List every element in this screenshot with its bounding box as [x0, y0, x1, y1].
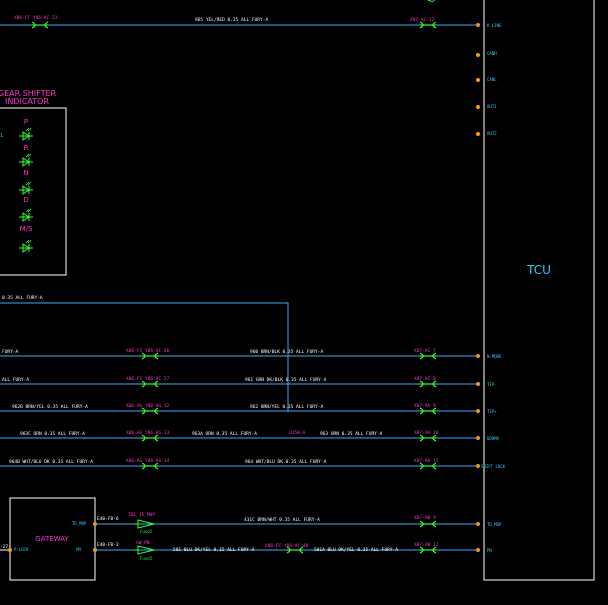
tcu-pin-out1: OUT1	[487, 104, 497, 109]
connector-label: X06-AG Y06-AG 14	[126, 458, 170, 464]
connector-label: X06-AG Y06-AG 12	[126, 403, 170, 409]
connector-label: X07-AB 9	[414, 515, 436, 521]
wire-label: 431C BRN/WHT 0.35 ALL FURY-A	[244, 517, 320, 523]
wire-tip-plus: 962B BRN/YEL 0.35 ALL FURY-A X06-AG Y06-…	[0, 403, 478, 415]
wire-n-mode: FURY-A X06-FC Y06-AC 26 960 BRN/BLK 0.35…	[0, 348, 478, 360]
tcu-pin-out2: OUT2	[487, 131, 497, 136]
tcu-pin-canh: CANH	[487, 51, 497, 56]
connector-label: X07-AA 10	[414, 430, 439, 436]
gear-n-indicator-icon	[18, 181, 34, 195]
connector-label: X07-AA 9	[414, 403, 436, 409]
gateway-pin-p-lock: P-LOCK	[14, 547, 29, 552]
fuse-label: Fuse5	[140, 529, 153, 534]
gear-r-label: R	[24, 144, 29, 152]
gateway-pin-td-mup: TD_MUP	[72, 521, 87, 526]
gateway-left-connector: -27	[0, 544, 8, 550]
gear-d-indicator-icon	[18, 208, 34, 222]
tcu-pin-nmode: N-MODE	[487, 354, 502, 359]
pin-dot	[8, 548, 12, 552]
connector-label: X07-AA 11	[414, 458, 439, 464]
wire-label: 501A BLU DK/YEL 0.35 ALL FURY-A	[314, 547, 398, 553]
tcu-block: TCU	[483, 0, 595, 581]
gear-indicator-border	[0, 107, 67, 276]
wire-label: 963A ORN 0.35 ALL FURY-A	[192, 431, 257, 437]
tcu-border	[483, 0, 595, 581]
wire-label: 964B WHT/BLU DK 0.35 ALL FURY-A	[9, 459, 93, 465]
wire-label: 0.35 ALL FURY-A	[2, 295, 43, 301]
connector-label: X06-FC Y06-AC 27	[126, 376, 170, 382]
connector-label: E40-FB-2	[97, 542, 119, 548]
tcu-pin-tip-plus: TIP+	[487, 409, 497, 414]
pin-dot	[476, 132, 480, 136]
wire-udrmv: 963C ORN 0.35 ALL FURY-A X06-AG Y06-AG 1…	[0, 430, 478, 442]
wire-pn: E40-FB-2 GW_PN Fuse5 501 BLU DK/YEL 0.35…	[95, 540, 478, 561]
wire-label: 962B BRN/YEL 0.35 ALL FURY-A	[12, 404, 88, 410]
gear-d-label: D	[23, 196, 28, 204]
wire-label: 964 WHT/BLU DK 0.35 ALL FURY-A	[245, 459, 327, 465]
wire-label: 963C ORN 0.35 ALL FURY-A	[20, 431, 85, 437]
tcu-pin-shift-lock: SHIFT LOCK	[481, 464, 506, 469]
connector-label: X06-AG Y06-AG 13	[126, 430, 170, 436]
connector-label: X07-AC 7	[414, 348, 436, 354]
gear-ms-indicator-icon	[18, 239, 34, 253]
gear-r-indicator-icon	[18, 153, 34, 167]
tcu-pin-canl: CANL	[487, 77, 497, 82]
gateway-label: GATEWAY	[35, 535, 69, 543]
gear-indicator-title-1: GEAR SHIFTER	[0, 89, 57, 98]
gear-indicator-pin: 1	[0, 133, 3, 139]
wire-label: 501 BLU DK/YEL 0.35 ALL FURY-A	[173, 547, 255, 553]
connector-label: E40-FB-6	[97, 516, 119, 522]
tcu-pin-pn: PN	[487, 548, 492, 553]
wire-td-mup: E40-FB-6 TD1_15_MUP Fuse5 431C BRN/WHT 0…	[95, 512, 478, 534]
connector-label: X07-AC 12	[410, 17, 435, 23]
fuse-label: Fuse5	[140, 556, 153, 561]
gear-p-indicator-icon	[18, 127, 34, 141]
gear-indicator-title-2: INDICATOR	[5, 97, 49, 106]
wire-label: 962 BRN/YEL 0.35 ALL FURY-A	[250, 404, 323, 410]
pin-dot	[476, 78, 480, 82]
tcu-pin-td-mup: TD_MUP	[487, 522, 502, 527]
wire-label: ALL FURY-A	[2, 377, 29, 383]
wire-label: 963 ORN 0.35 ALL FURY-A	[320, 431, 383, 437]
connector-label: X07-AB 12	[414, 542, 439, 548]
gear-shifter-indicator: GEAR SHIFTER INDICATOR 1 P R N D M/S	[0, 89, 67, 276]
gear-p-label: P	[24, 118, 28, 126]
tcu-pin-tip-minus: TIP-	[487, 382, 497, 387]
wire-label: 965 YEL/RED 0.35 ALL FURY-A	[195, 17, 268, 23]
tcu-pin-kline: K-LINE	[487, 23, 502, 28]
wire-link: 0.35 ALL FURY-A	[0, 295, 289, 412]
wire-label: 961 GRN DK/BLK 0.35 ALL FURY-A	[245, 377, 327, 383]
gateway-block: GATEWAY TD_MUP P-LOCK PN -27	[0, 497, 97, 581]
connector-label: X06-FC Y06-AC 40	[265, 543, 309, 549]
wire-top: X06-FC Y06-AC 23 965 YEL/RED 0.35 ALL FU…	[0, 0, 478, 29]
gateway-pin-pn: PN	[76, 547, 81, 552]
pin-dot	[476, 53, 480, 57]
wire-tip-minus: ALL FURY-A X06-FC Y06-AC 27 961 GRN DK/B…	[0, 376, 478, 388]
connector-symbol	[31, 21, 49, 29]
wire-label: 960 BRN/BLK 0.35 ALL FURY-A	[250, 349, 323, 355]
tcu-pins: K-LINE CANH CANL OUT1 OUT2 N-MODE TIP- T…	[476, 23, 506, 553]
connector-symbol	[419, 520, 437, 528]
pin-dot	[476, 105, 480, 109]
connector-label: X07-AC 8	[414, 376, 436, 382]
connector-label: X06-FC Y06-AC 26	[126, 348, 170, 354]
signal-tag: GW_PN	[136, 540, 150, 546]
signal-tag: TD1_15_MUP	[128, 512, 155, 518]
connector-symbol	[427, 0, 435, 2]
connector-label: X06-FC Y06-AC 23	[14, 15, 58, 21]
gateway-border	[9, 497, 96, 581]
wire-line	[0, 302, 289, 412]
wire-shift-lock: 964B WHT/BLU DK 0.35 ALL FURY-A X06-AG Y…	[0, 458, 478, 470]
wire-label: FURY-A	[2, 349, 19, 355]
splice-label: U150-A	[289, 430, 306, 436]
gear-n-label: N	[23, 169, 28, 177]
tcu-label: TCU	[526, 263, 551, 277]
gear-ms-label: M/S	[20, 225, 33, 233]
tcu-pin-udrmv: UDRMV	[487, 436, 500, 441]
